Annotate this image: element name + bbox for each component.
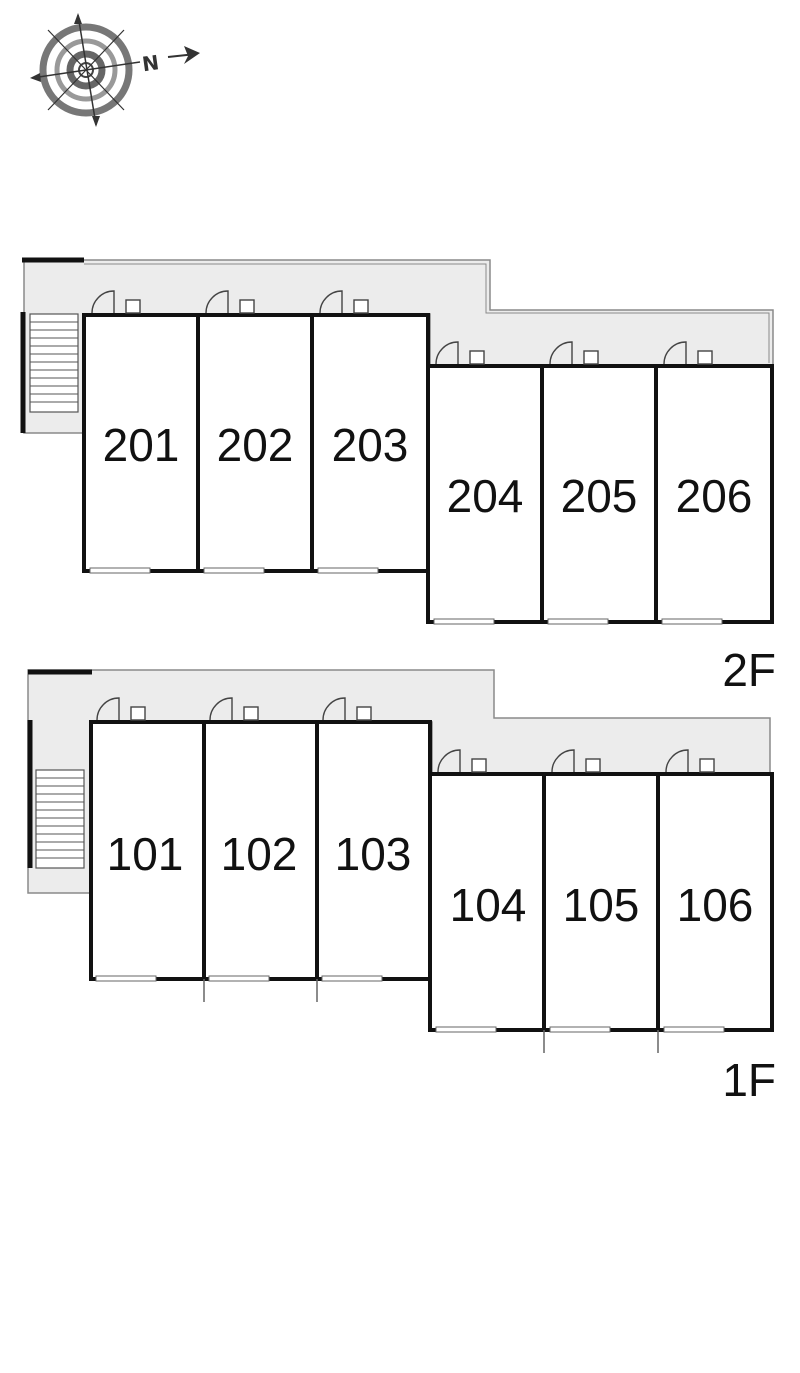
window-icon [95,975,725,1033]
floor-label-1f: 1F [722,1054,776,1106]
unit-104-room [428,772,546,1032]
unit-label-101: 101 [107,828,184,880]
window-icon [89,567,723,625]
unit-202-room [196,313,314,573]
unit-label-103: 103 [335,828,412,880]
unit-label-206: 206 [676,470,753,522]
floor-2f-plan: 201 202 203 204 205 206 2F [20,257,776,696]
unit-106-room [656,772,774,1032]
unit-label-102: 102 [221,828,298,880]
floor-1f-plan: 101 102 103 104 105 106 1F [27,669,776,1106]
unit-103-room [315,720,432,981]
unit-label-205: 205 [561,470,638,522]
compass-rose-icon [30,13,200,127]
unit-label-203: 203 [332,419,409,471]
unit-206-room [654,364,774,624]
unit-101-room [89,720,206,981]
unit-203-room [310,313,430,573]
door-icon [91,290,713,365]
stairs-1f [35,769,85,869]
unit-label-106: 106 [677,879,754,931]
door-icon [96,697,715,773]
unit-label-104: 104 [450,879,527,931]
unit-label-105: 105 [563,879,640,931]
unit-label-202: 202 [217,419,294,471]
compass-north-label: N [141,50,161,76]
unit-label-201: 201 [103,419,180,471]
unit-label-204: 204 [447,470,524,522]
stairs-2f [29,313,79,413]
floor-label-2f: 2F [722,644,776,696]
unit-201-room [82,313,200,573]
unit-205-room [540,364,658,624]
